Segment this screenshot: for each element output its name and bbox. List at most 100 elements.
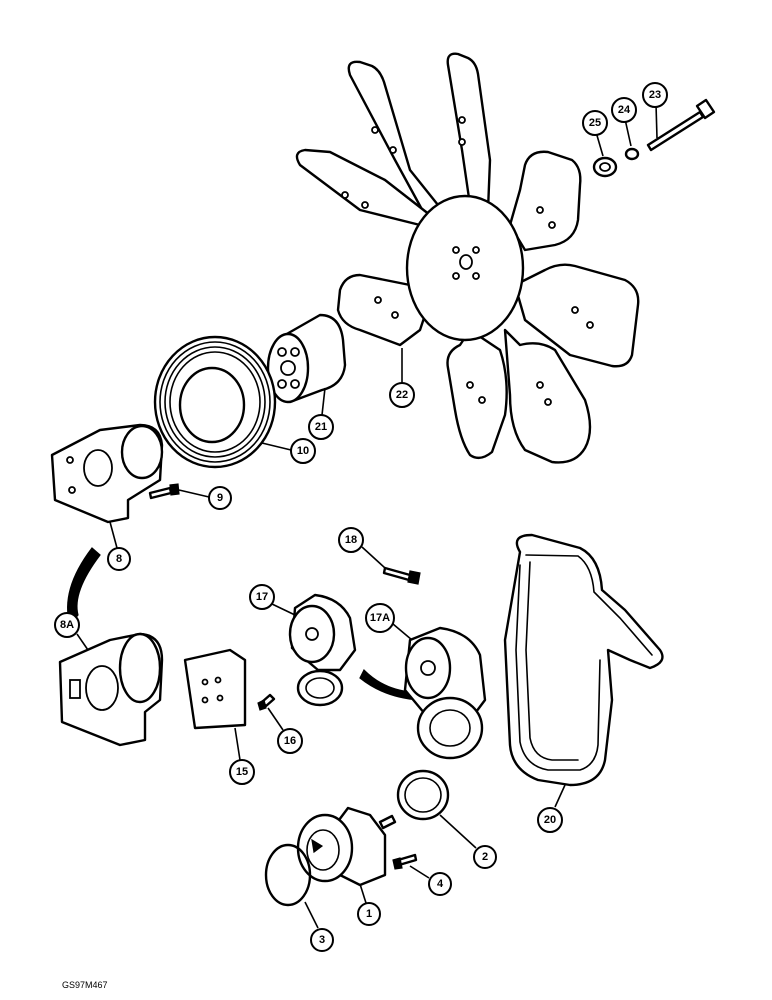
fan-blade-bottom bbox=[446, 328, 508, 460]
fan-blade-left bbox=[295, 148, 432, 227]
drive-belt-rib bbox=[525, 561, 579, 761]
callout-15-label: 15 bbox=[236, 766, 248, 778]
plate-15-hole bbox=[201, 696, 209, 704]
callout-18-label: 18 bbox=[345, 534, 357, 546]
fan-blade-top bbox=[446, 52, 492, 212]
belt-tensioner-17 bbox=[288, 593, 357, 707]
capscrew-4 bbox=[392, 853, 418, 870]
callout-18: 18 bbox=[338, 527, 364, 553]
belt-tensioner-17a bbox=[403, 626, 487, 760]
leader-3 bbox=[304, 901, 319, 929]
leader-8 bbox=[109, 521, 118, 549]
idler-pulley-rim bbox=[404, 777, 442, 813]
tensioner-17-pulley bbox=[296, 669, 344, 707]
leader-10 bbox=[261, 442, 292, 451]
callout-21-label: 21 bbox=[315, 421, 327, 433]
plate-15-hole bbox=[201, 678, 209, 686]
blade-rivet bbox=[536, 206, 544, 214]
fan-spacer-hole bbox=[290, 379, 300, 389]
leader-20 bbox=[554, 784, 566, 808]
callout-3: 3 bbox=[310, 928, 334, 952]
tensioner-17a-hub bbox=[420, 660, 436, 676]
fan-spacer-hole bbox=[277, 379, 287, 389]
tensioner-17a-pulley-inner bbox=[429, 709, 471, 747]
leader-23 bbox=[655, 103, 658, 139]
water-pump-1 bbox=[296, 806, 397, 887]
capscrew-9-head bbox=[169, 483, 180, 496]
fan-hardware bbox=[592, 98, 716, 178]
leader-21 bbox=[321, 387, 326, 416]
bracket-8-bore bbox=[83, 449, 113, 487]
blade-rivet bbox=[361, 201, 369, 209]
blade-rivet bbox=[389, 146, 397, 154]
blade-rivet bbox=[544, 398, 552, 406]
fan-center-bore bbox=[459, 254, 473, 270]
tensioner-17a-pulley bbox=[416, 696, 484, 760]
capscrew-18-head bbox=[407, 570, 421, 585]
fan-bracket-8a bbox=[58, 632, 164, 747]
callout-8-label: 8 bbox=[116, 553, 122, 565]
bracket-8a-slot bbox=[69, 679, 81, 699]
callout-15: 15 bbox=[229, 759, 255, 785]
fan-bolt-hole bbox=[452, 272, 460, 280]
drive-belt-outer bbox=[503, 533, 664, 787]
water-pump-impeller bbox=[296, 813, 354, 883]
callout-20-label: 20 bbox=[544, 814, 556, 826]
callout-9: 9 bbox=[208, 486, 232, 510]
fan-spacer-bore bbox=[280, 360, 296, 376]
fan-bracket-8 bbox=[50, 423, 164, 524]
leader-2 bbox=[439, 814, 477, 849]
capscrew-16 bbox=[257, 693, 276, 711]
plate-15-hole bbox=[214, 676, 222, 684]
callout-4: 4 bbox=[428, 872, 452, 896]
pulley-hub bbox=[178, 366, 246, 444]
fan-blade-top-left bbox=[347, 60, 440, 217]
bolt-23-head bbox=[695, 98, 716, 120]
callout-16: 16 bbox=[277, 728, 303, 754]
callout-23-label: 23 bbox=[649, 89, 661, 101]
o-ring-3 bbox=[264, 843, 312, 907]
callout-1-label: 1 bbox=[366, 908, 372, 920]
callout-10: 10 bbox=[290, 438, 316, 464]
callout-8a: 8A bbox=[54, 612, 80, 638]
fan-bolt-hole bbox=[472, 272, 480, 280]
callout-2-label: 2 bbox=[482, 851, 488, 863]
fan-blade-right bbox=[508, 150, 582, 252]
blade-rivet bbox=[466, 381, 474, 389]
callout-22-label: 22 bbox=[396, 389, 408, 401]
callout-16-label: 16 bbox=[284, 735, 296, 747]
leader-25 bbox=[595, 131, 604, 157]
pulley-groove bbox=[169, 351, 261, 453]
callout-17: 17 bbox=[249, 584, 275, 610]
idler-pulley-2 bbox=[396, 769, 450, 821]
tensioner-17-pulley-inner bbox=[305, 677, 335, 699]
callout-3-label: 3 bbox=[319, 934, 325, 946]
blade-rivet bbox=[571, 306, 579, 314]
fan-blade-bottom-right bbox=[503, 328, 592, 464]
leader-16 bbox=[267, 707, 284, 731]
spacer-washer-25-bore bbox=[599, 162, 611, 172]
callout-10-label: 10 bbox=[297, 445, 309, 457]
callout-25: 25 bbox=[582, 110, 608, 136]
bracket-8-mount-hole bbox=[68, 486, 76, 494]
blade-rivet bbox=[371, 126, 379, 134]
bracket-8a-bore bbox=[85, 665, 119, 711]
capscrew-18 bbox=[382, 566, 421, 585]
capscrew-4-head bbox=[392, 857, 403, 870]
fan-bolt-hole bbox=[452, 246, 460, 254]
bracket-8-boss bbox=[120, 424, 164, 480]
plate-15-body bbox=[183, 648, 247, 730]
leader-17 bbox=[271, 603, 296, 616]
callout-17a: 17A bbox=[365, 603, 395, 633]
drive-belt-rib bbox=[525, 554, 653, 656]
blade-rivet bbox=[391, 311, 399, 319]
fan-spacer-21 bbox=[266, 313, 347, 404]
blade-rivet bbox=[374, 296, 382, 304]
leader-1 bbox=[359, 883, 367, 904]
capscrew-9 bbox=[148, 483, 180, 500]
bracket-8a-boss bbox=[118, 632, 162, 704]
leader-lines bbox=[76, 103, 658, 929]
fan-spacer-hole bbox=[277, 347, 287, 357]
callout-17a-label: 17A bbox=[370, 612, 390, 624]
bracket-8-mount-hole bbox=[66, 456, 74, 464]
